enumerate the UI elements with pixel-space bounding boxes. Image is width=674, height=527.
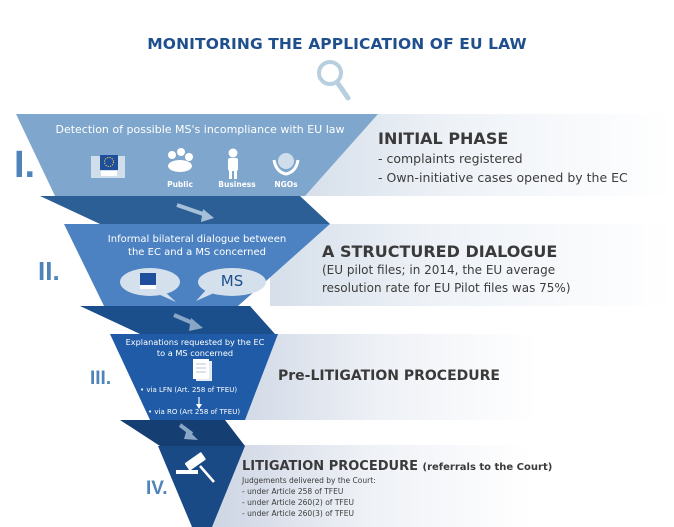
phase-2-detail: (EU pilot files; in 2014, the EU average [322,263,556,277]
phase-3-numeral: III. [90,368,112,389]
ngo-globe-hands-icon [272,153,300,176]
public-group-icon [168,148,193,172]
ms-speech-bubble-icon [196,268,266,301]
phase-4-detail: - under Article 260(2) of TFEU [242,498,354,507]
phase-2-numeral: II. [38,256,60,286]
arrow-down-right-icon [173,313,203,331]
ec-speech-bubble-icon [120,268,180,302]
phase-4-numeral: IV. [146,478,168,499]
icon-label-business: Business [218,180,256,189]
phase-3-heading: Pre-LITIGATION PROCEDURE [278,368,500,384]
business-person-icon [228,148,238,179]
gavel-icon [176,452,215,483]
connector-2 [80,306,275,334]
phase-4-heading-suffix: (referrals to the Court) [422,462,553,473]
phase-2-funnel-line: Informal bilateral dialogue between [107,234,287,245]
arrow-down-right-icon [178,423,198,440]
phase-3-step: • via LFN (Art. 258 of TFEU) [140,386,238,394]
phase-4-detail: - under Article 260(3) of TFEU [242,509,354,518]
icon-label-ngos: NGOs [274,180,298,189]
magnifier-icon [317,60,351,101]
phase-3-funnel-line: to a MS concerned [156,348,234,358]
phase-3-funnel-text: Explanations requested by the EC to a MS… [112,337,278,359]
phase-1-detail: - Own-initiative cases opened by the EC [378,170,628,185]
phase-3-funnel-line: Explanations requested by the EC [125,337,265,347]
phase-4-heading-main: LITIGATION PROCEDURE [242,459,418,474]
phase-1-funnel-text: Detection of possible MS's incompliance … [55,123,345,136]
european-commission-building-icon [91,155,125,178]
phase-2-heading: A STRUCTURED DIALOGUE [322,242,558,261]
phase-2-funnel-line: the EC and a MS concerned [128,247,266,258]
phase-1-numeral: I. [14,144,36,186]
connector-3 [120,420,245,446]
phase-2-detail: resolution rate for EU Pilot files was 7… [322,281,571,295]
phase-1-detail: - complaints registered [378,151,523,166]
phase-4-heading: LITIGATION PROCEDURE (referrals to the C… [242,459,552,474]
phase-3-step-text: via LFN (Art. 258 of TFEU) [146,386,238,394]
ms-bubble-label: MS [220,272,244,290]
phase-4-band [200,445,674,527]
phase-3-band [220,334,674,420]
phase-2-funnel-text: Informal bilateral dialogue between the … [92,233,302,259]
documents-icon [193,359,212,381]
icon-label-public: Public [167,180,193,189]
arrow-down-icon [196,397,202,409]
phase-4-intro: Judgements delivered by the Court: [242,476,376,485]
arrow-down-right-icon [176,203,214,222]
phase-3-step: • via RO (Art 258 of TFEU) [148,408,241,416]
phase-3-step-text: via RO (Art 258 of TFEU) [154,408,241,416]
phase-2-band [270,224,674,306]
connector-1 [40,196,330,224]
page-title: MONITORING THE APPLICATION OF EU LAW [147,35,527,53]
phase-4-detail: - under Article 258 of TFEU [242,487,344,496]
phase-1-heading: INITIAL PHASE [378,129,509,148]
funnel-phase-4 [158,446,245,527]
